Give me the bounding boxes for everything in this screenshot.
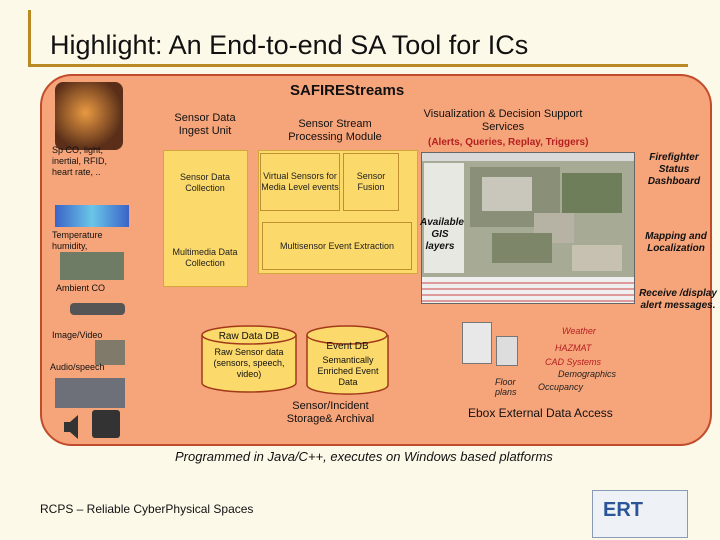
storage-label: Sensor/Incident Storage& Archival [286,400,375,425]
cad-label: CAD Systems [545,357,602,367]
ert-logo: ERT [592,490,688,538]
multisensor-extraction[interactable]: Multisensor Event Extraction [262,222,412,270]
ert-logo-text: ERT [603,499,643,521]
audio-device-image [55,378,125,408]
audio-speech-input-label: Audio/speech [50,362,105,372]
temperature-input-label: Temperature humidity, [52,230,103,251]
slide-title: Highlight: An End-to-end SA Tool for ICs [50,30,529,60]
event-db-content: Semantically Enriched Event Data [317,355,379,387]
title-underline [28,64,688,67]
external-data-label: Ebox External Data Access [468,406,613,420]
sensor-fusion[interactable]: Sensor Fusion [343,153,399,211]
hazmat-label: HAZMAT [555,343,592,353]
raw-data-db-content: Raw Sensor data (sensors, speech, video) [213,347,285,379]
receive-alerts-label: Receive /display alert messages. [639,288,717,311]
video-image [95,340,125,365]
raw-data-db-title: Raw Data DB [218,331,280,342]
weather-label: Weather [562,326,596,336]
occupancy-label: Occupancy [538,382,584,392]
title-accent-vertical [28,10,31,66]
mapping-localization-label: Mapping and Localization [645,231,707,254]
virtual-sensors[interactable]: Virtual Sensors for Media Level events [260,153,340,211]
spo-input-label: Sp CO, light, inertial, RFID, heart rate… [52,145,108,177]
raw-data-db[interactable]: Raw Data DB Raw Sensor data (sensors, sp… [200,325,298,393]
safirestreams-title: SAFIREStreams [290,82,405,99]
footer-bold: RCPS [40,502,74,516]
camera-image [70,303,125,315]
floor-plan-image [462,322,492,364]
event-db[interactable]: Event DB Semantically Enriched Event Dat… [305,325,390,395]
multimedia-collection[interactable]: Multimedia Data Collection [170,238,240,278]
visualization-screenshot[interactable] [421,152,635,304]
visualization-label: Visualization & Decision Support Service… [423,108,583,133]
event-db-title: Event DB [326,341,369,352]
map-image [422,153,634,303]
programmed-note: Programmed in Java/C++, executes on Wind… [175,449,553,464]
image-video-input-label: Image/Video [52,330,103,340]
ingest-unit-label: Sensor Data Ingest Unit [174,112,236,137]
demographics-label: Demographics [558,369,617,379]
firefighter-dashboard-label: Firefighter Status Dashboard [647,152,701,187]
heatmap-image [55,205,129,227]
stream-module-label: Sensor Stream Processing Module [288,118,382,143]
ambient-input-label: Ambient CO [56,283,106,293]
firefighter-photo [55,82,123,150]
sensor-collection[interactable]: Sensor Data Collection [170,165,240,201]
floor-plan-image-2 [496,336,518,366]
floor-plans-label: Floor plans [495,377,517,397]
handheld-device-image [92,410,120,438]
footer-rest: – Reliable CyberPhysical Spaces [73,502,254,516]
visualization-sub-label: (Alerts, Queries, Replay, Triggers) [428,137,589,148]
sensor-board-image [60,252,124,280]
gis-layers-label: Available GIS layers [420,217,464,252]
speaker-icon [62,412,84,442]
footer: RCPS – Reliable CyberPhysical Spaces [40,502,253,516]
